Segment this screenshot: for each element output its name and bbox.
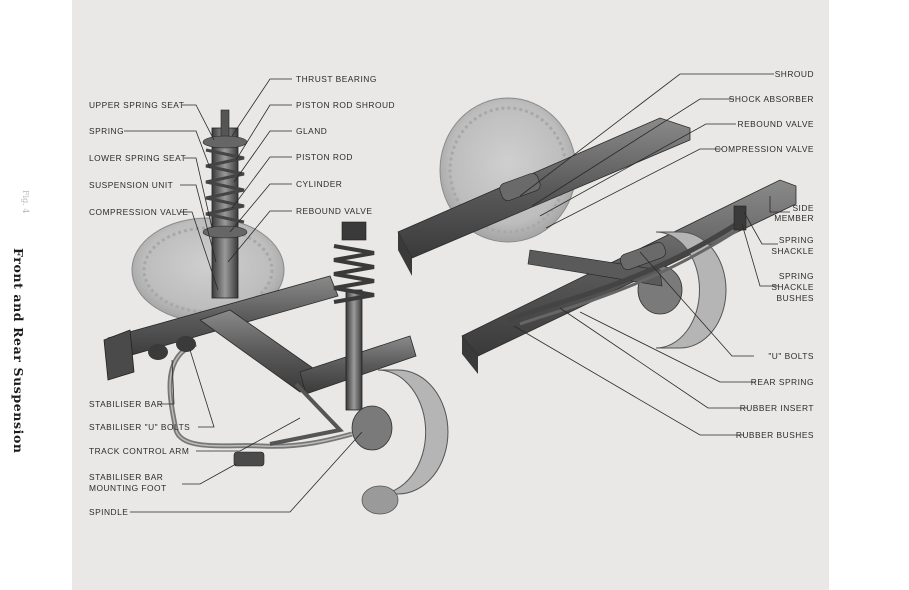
label-u-bolts: "U" BOLTS bbox=[768, 351, 814, 361]
label-gland: GLAND bbox=[296, 126, 327, 136]
leader-side-member bbox=[769, 196, 790, 213]
front-suspension-illustration bbox=[103, 109, 449, 515]
label-spring-shackle-bushes-line1: SPRING bbox=[779, 271, 814, 281]
label-spring-shackle-bushes-line2: SHACKLE bbox=[771, 282, 814, 292]
mounting-foot-shape bbox=[233, 451, 265, 467]
label-spring-shackle-line2: SHACKLE bbox=[771, 246, 814, 256]
front-leader-lines bbox=[124, 78, 363, 513]
label-stabiliser-bar: STABILISER BAR bbox=[89, 399, 163, 409]
leader-shroud bbox=[519, 73, 774, 197]
label-lower-spring-seat: LOWER SPRING SEAT bbox=[89, 153, 186, 163]
rear-labels: SHROUD SHOCK ABSORBER REBOUND VALVE COMP… bbox=[715, 69, 814, 440]
leader-mounting-foot bbox=[182, 463, 237, 485]
front-hub bbox=[351, 405, 393, 451]
leader-rear-spring bbox=[579, 311, 756, 383]
front-labels: THRUST BEARING PISTON ROD SHROUD GLAND P… bbox=[89, 74, 395, 517]
rear-shock-lower bbox=[620, 242, 666, 270]
front-lower-tyre bbox=[361, 485, 399, 515]
label-rebound-valve-rear: REBOUND VALVE bbox=[738, 119, 814, 129]
label-rubber-bushes: RUBBER BUSHES bbox=[736, 430, 814, 440]
label-rubber-insert: RUBBER INSERT bbox=[740, 403, 814, 413]
rear-shackle bbox=[733, 205, 747, 231]
label-spring-shackle-bushes-line3: BUSHES bbox=[777, 293, 814, 303]
label-spindle: SPINDLE bbox=[89, 507, 128, 517]
front-cross-member-end bbox=[103, 329, 135, 381]
leader-track-control-arm bbox=[196, 417, 301, 452]
leader-spring bbox=[124, 130, 211, 169]
leader-spring-shackle bbox=[743, 211, 778, 245]
leader-compression-valve-front bbox=[180, 211, 219, 291]
label-thrust-bearing: THRUST BEARING bbox=[296, 74, 377, 84]
rear-side-member-end bbox=[462, 336, 478, 374]
leader-piston-rod bbox=[231, 156, 292, 209]
leader-spring-shackle-bushes bbox=[741, 223, 778, 287]
label-stabiliser-u-bolts: STABILISER "U" BOLTS bbox=[89, 422, 190, 432]
leader-stabiliser-u-bolts bbox=[189, 349, 215, 428]
leader-rubber-insert bbox=[559, 307, 748, 409]
leader-rebound-valve-front bbox=[227, 210, 292, 263]
leader-upper-spring-seat bbox=[182, 104, 215, 141]
leader-lower-spring-seat bbox=[184, 157, 213, 229]
label-stabiliser-bar-mounting-foot-line1: STABILISER BAR bbox=[89, 472, 163, 482]
label-piston-rod: PISTON ROD bbox=[296, 152, 353, 162]
right-strut-cylinder bbox=[345, 289, 363, 411]
label-stabiliser-bar-mounting-foot-line2: MOUNTING FOOT bbox=[89, 483, 167, 493]
leader-cylinder bbox=[229, 183, 292, 233]
leader-thrust-bearing bbox=[231, 78, 292, 137]
label-suspension-unit: SUSPENSION UNIT bbox=[89, 180, 173, 190]
label-shock-absorber: SHOCK ABSORBER bbox=[729, 94, 814, 104]
label-side-member-line1: SIDE bbox=[792, 203, 814, 213]
leader-piston-rod-shroud bbox=[235, 104, 292, 161]
rear-suspension-illustration bbox=[397, 97, 797, 374]
rear-leader-lines bbox=[513, 73, 790, 436]
label-rebound-valve-front: REBOUND VALVE bbox=[296, 206, 372, 216]
rear-leaf-spring bbox=[507, 219, 742, 323]
left-strut-rod bbox=[220, 109, 230, 141]
label-piston-rod-shroud: PISTON ROD SHROUD bbox=[296, 100, 395, 110]
rear-leaf-spring-2 bbox=[519, 228, 739, 326]
stabiliser-bar-highlight bbox=[169, 343, 353, 448]
right-strut-spring bbox=[333, 244, 375, 304]
label-rear-spring: REAR SPRING bbox=[751, 377, 814, 387]
leader-compression-valve-rear bbox=[545, 148, 722, 229]
rear-upper-frame-edge bbox=[398, 232, 412, 276]
leader-suspension-unit bbox=[180, 184, 217, 263]
left-lower-spring-seat bbox=[202, 225, 248, 239]
leader-shock-absorber bbox=[531, 98, 734, 207]
leader-rubber-bushes bbox=[513, 325, 744, 436]
label-cylinder: CYLINDER bbox=[296, 179, 342, 189]
stabiliser-mount-right bbox=[176, 336, 196, 352]
label-side-member-line2: MEMBER bbox=[774, 213, 814, 223]
side-band: Fig. 4 Front and Rear Suspension bbox=[0, 0, 72, 590]
right-strut-top bbox=[341, 221, 367, 241]
rear-shock-upper bbox=[499, 173, 541, 201]
label-spring-shackle-line1: SPRING bbox=[779, 235, 814, 245]
left-upper-spring-seat bbox=[202, 135, 248, 149]
label-shroud: SHROUD bbox=[775, 69, 814, 79]
leader-spindle bbox=[130, 431, 363, 513]
label-upper-spring-seat: UPPER SPRING SEAT bbox=[89, 100, 184, 110]
stabiliser-mount-left bbox=[148, 344, 168, 360]
track-control-arm-shape bbox=[269, 382, 344, 446]
label-compression-valve-rear: COMPRESSION VALVE bbox=[715, 144, 814, 154]
leader-stabiliser-bar bbox=[158, 359, 175, 405]
left-strut-spring bbox=[205, 148, 245, 224]
label-spring: SPRING bbox=[89, 126, 124, 136]
label-compression-valve-front: COMPRESSION VALVE bbox=[89, 207, 188, 217]
leader-rebound-valve-rear bbox=[539, 123, 736, 217]
leader-gland bbox=[233, 130, 292, 183]
label-track-control-arm: TRACK CONTROL ARM bbox=[89, 446, 189, 456]
leader-u-bolts bbox=[639, 251, 754, 357]
